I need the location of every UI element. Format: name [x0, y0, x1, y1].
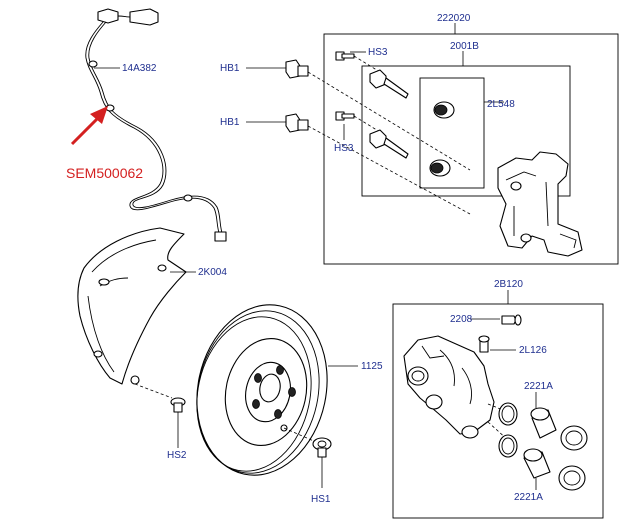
screw-hs3-top: [335, 51, 381, 73]
dust-shield: [77, 227, 187, 385]
label-hs3-top: HS3: [368, 47, 388, 58]
screw-hs1: [283, 427, 332, 458]
bolt-hb1-top: [246, 59, 471, 171]
piston-seal-bottom: [498, 434, 518, 458]
label-shield: 2K004: [198, 267, 227, 278]
label-hs2: HS2: [167, 450, 187, 461]
screw-hs3-bottom: [335, 111, 381, 133]
caliper-group-box: [392, 303, 604, 519]
label-disc: 1125: [361, 361, 383, 372]
label-guide-kit: 2001B: [450, 41, 479, 52]
label-bushing: 2L548: [487, 99, 515, 110]
caliper-carrier-bracket: [497, 151, 583, 257]
bushing-box: [419, 77, 485, 189]
bleed-screw: [501, 314, 522, 326]
label-bleed-cap: 2L126: [519, 345, 547, 356]
callout-label: SEM500062: [66, 165, 143, 181]
wire-clip: [183, 194, 193, 202]
piston-top: [530, 407, 557, 439]
guide-pin-bottom: [369, 129, 409, 159]
bleed-cap: [478, 335, 490, 353]
bolt-hs2: [134, 383, 186, 413]
label-caliper-assy: 2B120: [494, 279, 523, 290]
sensor-wire: [85, 21, 221, 237]
brake-disc: [196, 304, 328, 476]
caliper-body: [403, 335, 495, 439]
label-piston-top: 2221A: [524, 381, 553, 392]
guide-kit-box: [361, 65, 571, 197]
bushing-top: [433, 101, 455, 119]
dust-boot-bottom: [558, 465, 586, 491]
label-piston-bottom: 2221A: [514, 492, 543, 503]
bushing-bottom: [429, 159, 451, 177]
label-hs1: HS1: [311, 494, 331, 505]
callout-arrow: [70, 106, 108, 146]
wire-clip: [88, 60, 98, 68]
label-bleed-screw: 2208: [450, 314, 473, 325]
label-hs3-bottom: HS3: [334, 143, 354, 154]
label-hb1-bottom: HB1: [220, 117, 240, 128]
sensor-connector-plug: [129, 8, 159, 26]
abs-sensor-assembly: [85, 8, 227, 242]
sensor-tip: [214, 231, 227, 242]
label-carrier-assy: 222020: [437, 13, 471, 24]
dust-boot-top: [560, 425, 588, 451]
carrier-group-box: [323, 33, 619, 265]
piston-bottom: [523, 448, 551, 479]
label-hb1-top: HB1: [220, 63, 240, 74]
bolt-hb1-bottom: [246, 113, 471, 215]
sensor-connector: [97, 8, 119, 24]
piston-seal-top: [498, 402, 518, 426]
guide-pin-top: [369, 69, 409, 99]
label-sensor: 14A382: [122, 63, 157, 74]
